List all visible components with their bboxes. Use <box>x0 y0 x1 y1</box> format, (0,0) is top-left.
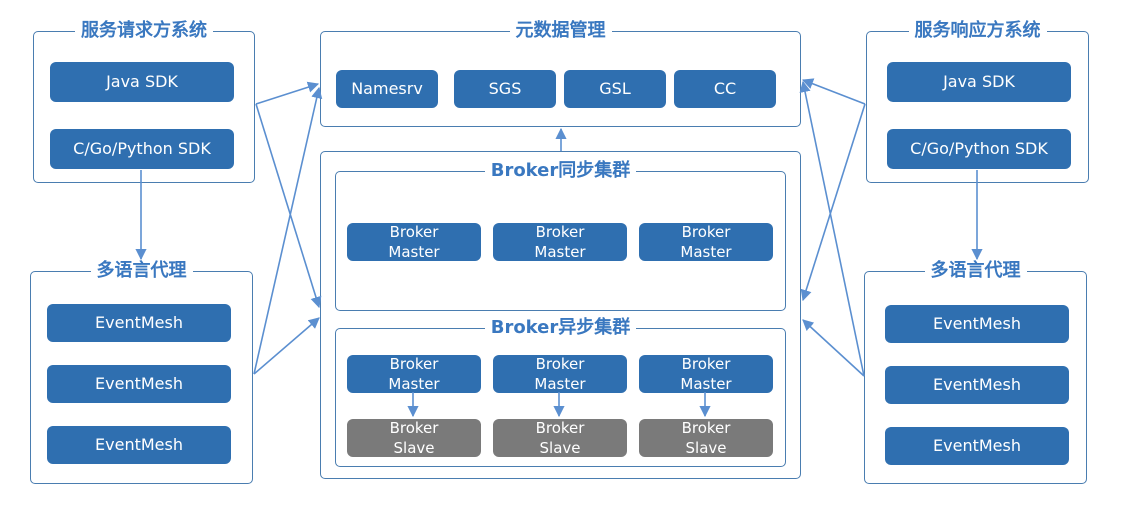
arrow-right-proxy-to-broker <box>802 319 865 377</box>
async-broker-master-3-line1: Broker <box>681 355 731 373</box>
sync-broker-master-2: Broker Master <box>493 223 627 261</box>
async-broker-master-1-line1: Broker <box>389 355 439 373</box>
sync-broker-master-1-line2: Master <box>388 243 440 261</box>
sgs-box: SGS <box>454 70 556 108</box>
arrow-responder-to-broker <box>800 103 866 302</box>
requester-c-go-python-sdk-box: C/Go/Python SDK <box>50 129 234 169</box>
async-broker-master-1: Broker Master <box>347 355 481 393</box>
async-broker-slave-2-line1: Broker <box>535 419 585 437</box>
broker-async-cluster-title: Broker异步集群 <box>336 317 785 339</box>
arrow-right-proxy-to-metadata <box>799 80 865 377</box>
right-eventmesh-box-3: EventMesh <box>885 427 1069 465</box>
right-proxy-panel: 多语言代理 EventMesh EventMesh EventMesh <box>864 260 1087 484</box>
async-broker-master-3-line2: Master <box>680 375 732 393</box>
async-broker-slave-1-line2: Slave <box>393 439 435 457</box>
broker-sync-cluster-panel: Broker同步集群 Broker Master Broker Master B… <box>335 160 786 311</box>
async-broker-slave-2-line2: Slave <box>539 439 581 457</box>
responder-java-sdk-box: Java SDK <box>887 62 1071 102</box>
async-broker-master-3: Broker Master <box>639 355 773 393</box>
sync-broker-master-3: Broker Master <box>639 223 773 261</box>
arrow-requester-to-metadata <box>255 81 320 105</box>
requester-java-sdk-box: Java SDK <box>50 62 234 102</box>
sync-broker-master-1-line1: Broker <box>389 223 439 241</box>
async-broker-slave-3-line2: Slave <box>685 439 727 457</box>
async-broker-master-2-line2: Master <box>534 375 586 393</box>
responder-system-title: 服务响应方系统 <box>867 20 1088 42</box>
async-broker-slave-3-line1: Broker <box>681 419 731 437</box>
async-broker-master-2: Broker Master <box>493 355 627 393</box>
requester-system-title: 服务请求方系统 <box>34 20 254 42</box>
sync-broker-master-2-line2: Master <box>534 243 586 261</box>
sync-broker-master-3-line2: Master <box>680 243 732 261</box>
sync-broker-master-2-line1: Broker <box>535 223 585 241</box>
async-broker-slave-2: Broker Slave <box>493 419 627 457</box>
broker-sync-cluster-title: Broker同步集群 <box>336 160 785 182</box>
gsl-box: GSL <box>564 70 666 108</box>
async-broker-slave-1-line1: Broker <box>389 419 439 437</box>
left-proxy-panel: 多语言代理 EventMesh EventMesh EventMesh <box>30 260 253 484</box>
responder-c-go-python-sdk-box: C/Go/Python SDK <box>887 129 1071 169</box>
left-eventmesh-box-2: EventMesh <box>47 365 231 403</box>
left-proxy-title: 多语言代理 <box>31 260 252 282</box>
arrow-left-proxy-to-broker <box>253 317 320 375</box>
namesrv-box: Namesrv <box>336 70 438 108</box>
right-eventmesh-box-2: EventMesh <box>885 366 1069 404</box>
right-proxy-title: 多语言代理 <box>865 260 1086 282</box>
arrow-responder-to-metadata <box>801 78 866 105</box>
arrow-left-proxy-to-metadata <box>253 86 323 375</box>
left-eventmesh-box-1: EventMesh <box>47 304 231 342</box>
metadata-title: 元数据管理 <box>321 20 800 42</box>
cc-box: CC <box>674 70 776 108</box>
requester-system-panel: 服务请求方系统 Java SDK C/Go/Python SDK <box>33 20 255 183</box>
async-broker-slave-1: Broker Slave <box>347 419 481 457</box>
arrow-requester-to-broker <box>255 103 322 309</box>
responder-system-panel: 服务响应方系统 Java SDK C/Go/Python SDK <box>866 20 1089 183</box>
right-eventmesh-box-1: EventMesh <box>885 305 1069 343</box>
sync-broker-master-3-line1: Broker <box>681 223 731 241</box>
async-broker-master-1-line2: Master <box>388 375 440 393</box>
left-eventmesh-box-3: EventMesh <box>47 426 231 464</box>
broker-async-cluster-panel: Broker异步集群 Broker Master Broker Master B… <box>335 317 786 467</box>
metadata-panel: 元数据管理 Namesrv SGS GSL CC <box>320 20 801 127</box>
async-broker-slave-3: Broker Slave <box>639 419 773 457</box>
async-broker-master-2-line1: Broker <box>535 355 585 373</box>
sync-broker-master-1: Broker Master <box>347 223 481 261</box>
